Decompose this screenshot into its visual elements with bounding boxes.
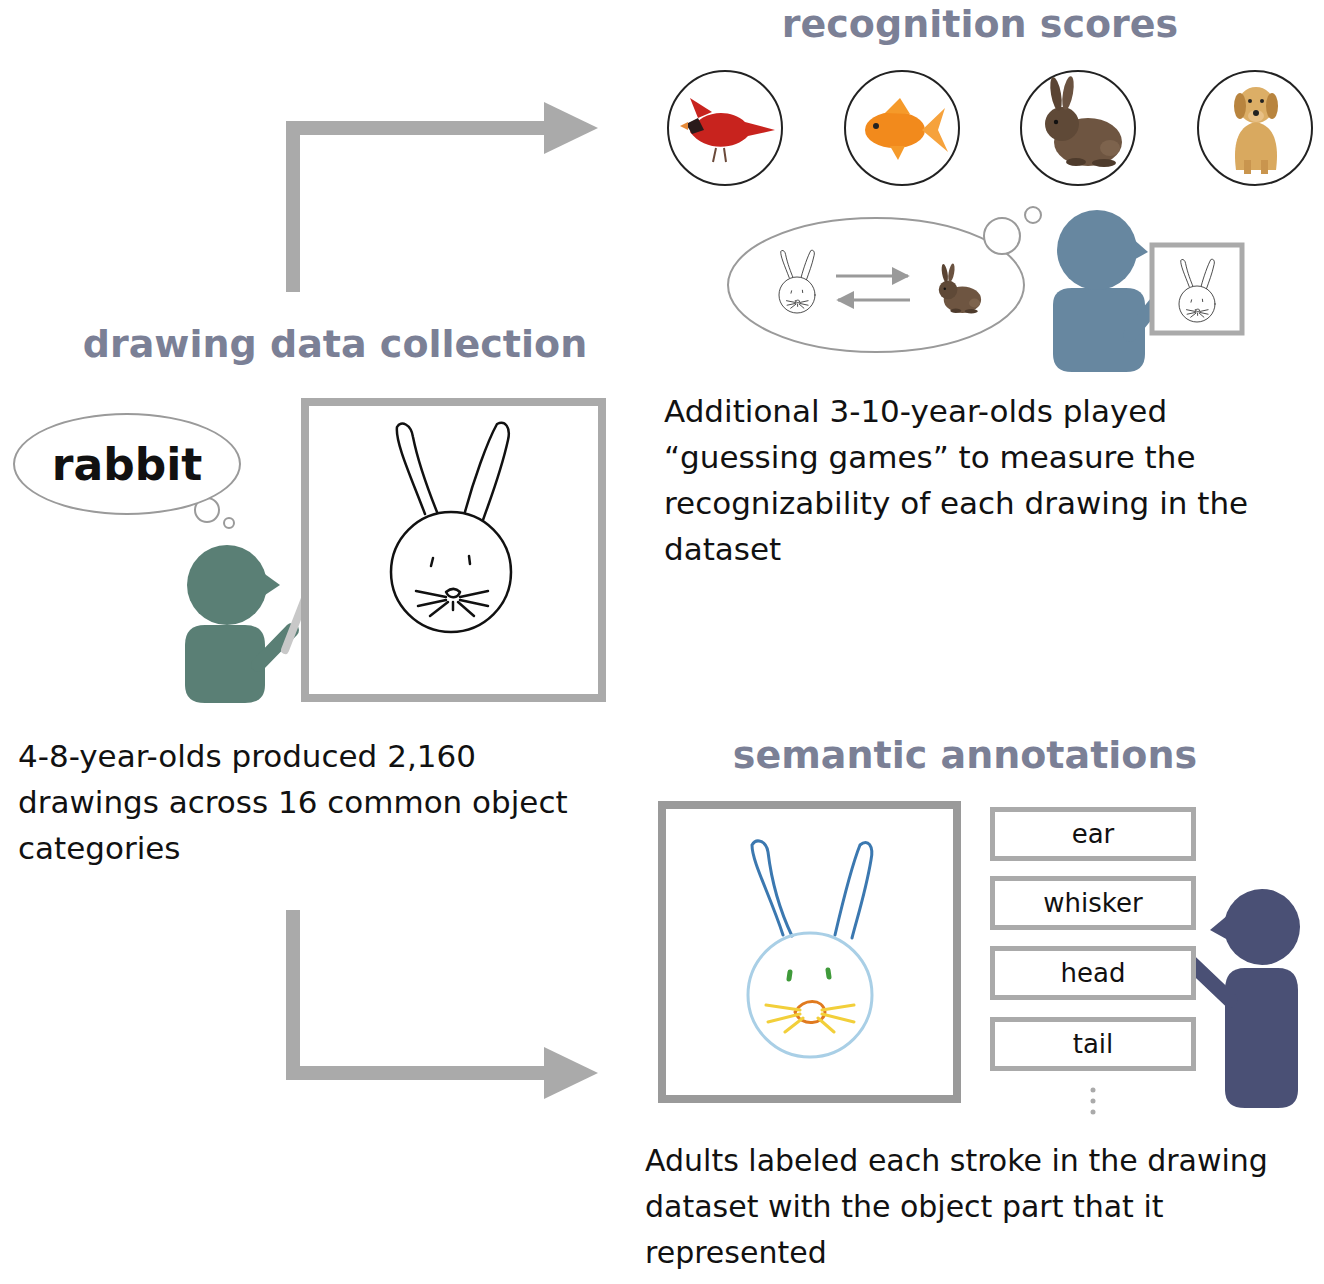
guessing-child <box>1053 210 1242 372</box>
section-heading: drawing data collection <box>25 322 645 368</box>
part-label-box: tail <box>990 1017 1196 1071</box>
arrow-head <box>544 1047 598 1099</box>
part-label-box: head <box>990 946 1196 1000</box>
section-caption: Adults labeled each stroke in the drawin… <box>645 1138 1313 1276</box>
flow-arrow <box>293 910 548 1073</box>
part-label-box: ear <box>990 807 1196 861</box>
thought-bubble: rabbit <box>13 413 241 515</box>
guess-thought <box>728 207 1041 352</box>
category-photos <box>668 71 1312 185</box>
drawing-board <box>305 402 602 698</box>
arrow-head <box>544 102 598 154</box>
flow-arrow <box>293 128 548 292</box>
section-heading: recognition scores <box>690 2 1270 48</box>
section-caption: Additional 3-10-year-olds played “guessi… <box>664 388 1309 572</box>
part-label-box: whisker <box>990 876 1196 930</box>
part-name: whisker <box>1043 888 1142 918</box>
thought-dot <box>224 518 234 528</box>
part-name: tail <box>1073 1029 1114 1059</box>
part-name: head <box>1061 958 1126 988</box>
section-heading: semantic annotations <box>680 733 1250 779</box>
annotated-drawing <box>748 841 872 1057</box>
part-name: ear <box>1072 819 1115 849</box>
annotation-board <box>662 805 957 1099</box>
drawing-child <box>185 545 315 703</box>
thought-word: rabbit <box>52 439 203 490</box>
child-drawing <box>391 423 511 632</box>
section-caption: 4-8-year-olds produced 2,160 drawings ac… <box>18 733 613 871</box>
